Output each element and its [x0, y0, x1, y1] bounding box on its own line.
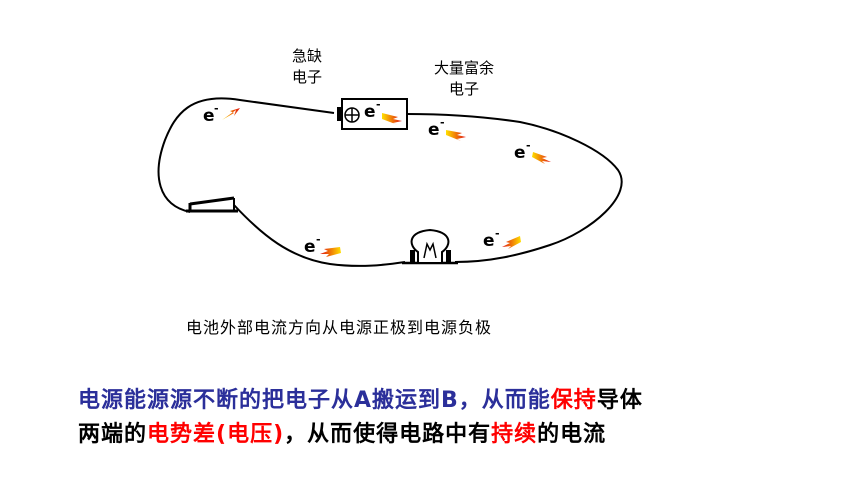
battery-icon — [337, 98, 408, 130]
svg-text:e: e — [428, 120, 440, 140]
deficit-label-line1: 急缺 — [291, 47, 322, 65]
conclusion-segment: ，从而使得电路中有 — [284, 422, 492, 447]
electron-arrow-icon — [446, 130, 466, 141]
surplus-label: 大量富余 电子 — [416, 58, 512, 100]
conclusion-line-1: 电源能源源不断的把电子从A搬运到B，从而能保持导体 — [78, 384, 643, 418]
svg-text:-: - — [316, 233, 321, 246]
circuit-wire — [157, 97, 623, 267]
svg-text:-: - — [526, 139, 531, 152]
electron-arrow-icon — [382, 113, 402, 125]
svg-text:-: - — [376, 98, 381, 111]
svg-text:-: - — [495, 227, 500, 240]
conclusion-segment: 导体 — [596, 388, 643, 413]
electron-arrow-icon — [502, 236, 521, 249]
surplus-label-line2: 电子 — [448, 80, 479, 98]
conclusion-segment: 的电流 — [537, 422, 607, 447]
conclusion-highlight: 电势差(电压) — [147, 422, 285, 447]
svg-text:-: - — [440, 116, 445, 129]
electron-6: e - — [304, 233, 341, 257]
deficit-label-line2: 电子 — [291, 68, 322, 86]
conclusion-highlight: 保持 — [550, 388, 597, 413]
electron-arrow-icon — [320, 247, 341, 257]
svg-text:e: e — [364, 102, 376, 122]
electron-5: e - — [483, 227, 521, 251]
conclusion-segment: 两端的 — [78, 422, 148, 447]
conclusion-highlight: 持续 — [491, 422, 538, 447]
svg-text:e: e — [203, 106, 215, 126]
circuit-diagram: e - e - e - e - e - e - — [157, 97, 623, 267]
electron-arrow-icon — [532, 152, 551, 164]
electron-2: e - — [364, 98, 402, 125]
conclusion-line-2: 两端的电势差(电压)，从而使得电路中有持续的电流 — [78, 418, 643, 452]
caption: 电池外部电流方向从电源正极到电源负极 — [186, 318, 493, 337]
conclusion-segment: 电源能源源不断的把电子从A搬运到B，从而能 — [78, 388, 551, 413]
electron-arrow-icon — [222, 108, 240, 120]
conclusion-text: 电源能源源不断的把电子从A搬运到B，从而能保持导体 两端的电势差(电压)，从而使… — [78, 384, 643, 452]
svg-text:-: - — [214, 102, 219, 115]
bulb-icon — [402, 228, 458, 265]
surplus-label-line1: 大量富余 — [433, 59, 494, 77]
electron-1: e - — [203, 102, 240, 126]
svg-text:e: e — [304, 237, 316, 257]
electron-4: e - — [514, 139, 551, 164]
switch-icon — [186, 196, 238, 213]
electron-3: e - — [428, 116, 466, 141]
svg-text:e: e — [514, 143, 526, 163]
deficit-label: 急缺 电子 — [282, 46, 332, 88]
svg-text:e: e — [483, 231, 495, 251]
